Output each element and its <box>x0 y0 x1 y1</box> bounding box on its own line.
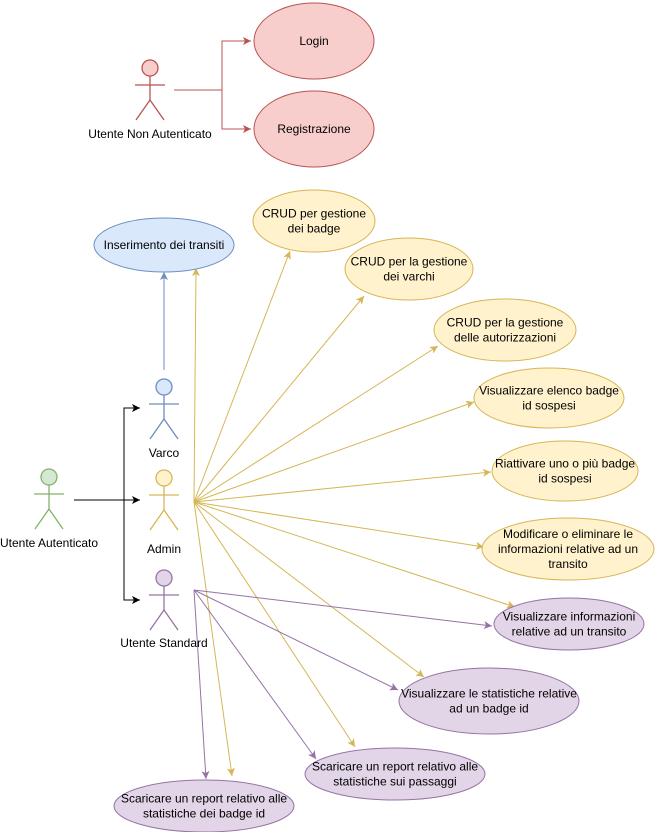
use-case-inserimento: Inserimento dei transiti <box>93 217 235 273</box>
use-case-label: informazioni relative ad un <box>498 542 638 556</box>
use-case-label: CRUD per gestione <box>262 207 366 221</box>
use-case-report-passaggi: Scaricare un report relativo allestatist… <box>304 747 486 801</box>
use-case-label: Modificare o eliminare le <box>503 527 633 541</box>
edge-admin-crud-badge <box>193 250 291 503</box>
edge-admin-modificare <box>193 501 485 550</box>
edge-auth-varco <box>123 404 140 500</box>
edge-admin-elenco-sospesi <box>193 400 475 503</box>
use-case-label: CRUD per la gestione <box>447 316 564 330</box>
edge-admin-riattivare <box>193 468 492 503</box>
actor-standard: Utente Standard <box>120 569 208 650</box>
actor-figure-icon <box>149 569 179 631</box>
actor-figure-icon <box>34 468 64 530</box>
actor-auth: Utente Autenticato <box>0 468 98 550</box>
use-case-label: Visualizzare le statistiche relative <box>401 687 577 701</box>
edge-admin-inserimento <box>191 267 200 503</box>
use-case-label: statistiche sui passaggi <box>333 775 456 789</box>
use-case-login: Login <box>253 2 375 80</box>
edge-admin-crud-varchi <box>193 295 365 503</box>
use-case-label: Login <box>299 34 328 48</box>
use-case-label: id sospesi <box>522 399 575 413</box>
edge-nonauth-login <box>221 37 251 90</box>
use-case-ellipse <box>113 779 295 832</box>
use-case-label: id sospesi <box>538 472 591 486</box>
actor-admin: Admin <box>147 469 181 556</box>
use-case-label: Scaricare un report relativo alle <box>312 760 478 774</box>
actor-label: Utente Autenticato <box>0 536 98 550</box>
edge-standard-report-passaggi <box>193 589 317 760</box>
edge-admin-crud-autorizzazioni <box>193 345 439 503</box>
use-case-ellipse <box>304 747 486 801</box>
use-case-label: ad un badge id <box>449 702 528 716</box>
actor-label: Utente Standard <box>120 636 207 650</box>
actor-figure-icon <box>149 378 179 440</box>
edge-auth-standard <box>123 500 140 604</box>
edge-admin-report-badge <box>193 501 235 777</box>
use-case-ellipse <box>493 597 645 651</box>
actor-label: Admin <box>147 542 181 556</box>
use-case-ellipse <box>398 667 580 735</box>
actor-varco: Varco <box>149 378 180 460</box>
use-case-label: CRUD per la gestione <box>351 255 468 269</box>
use-case-ellipse <box>473 367 625 429</box>
use-case-report-badge: Scaricare un report relativo allestatist… <box>113 779 295 832</box>
actor-figure-icon <box>149 469 179 531</box>
edge-admin-report-passaggi <box>193 501 356 748</box>
actor-label: Varco <box>149 446 180 460</box>
use-case-registrazione: Registrazione <box>253 90 375 168</box>
use-case-label: Scaricare un report relativo alle <box>121 792 287 806</box>
use-case-ellipse <box>253 2 375 80</box>
use-case-label: Inserimento dei transiti <box>104 238 225 252</box>
use-case-label: Registrazione <box>277 122 351 136</box>
edge-nonauth-registrazione <box>221 90 251 133</box>
edges <box>74 37 516 780</box>
use-case-ellipse <box>93 217 235 273</box>
use-case-label: transito <box>548 557 588 571</box>
use-case-ellipse <box>433 298 577 362</box>
actor-label: Utente Non Autenticato <box>88 127 212 141</box>
edge-standard-info-transito <box>193 589 493 630</box>
edge-admin-statistiche-badge <box>193 501 425 678</box>
use-case-ellipse <box>344 237 474 301</box>
edge-standard-report-badge <box>193 589 210 780</box>
use-case-ellipse <box>481 517 655 581</box>
use-case-ellipse <box>253 90 375 168</box>
use-case-label: dei varchi <box>383 270 434 284</box>
use-case-label: dei badge <box>288 222 341 236</box>
use-case-label: delle autorizzazioni <box>454 331 556 345</box>
use-case-label: Visualizzare informazioni <box>503 610 636 624</box>
use-case-label: statistiche dei badge id <box>143 807 265 821</box>
use-case-ellipse <box>491 440 639 502</box>
edge-admin-info-transito <box>193 501 516 609</box>
use-case-label: Visualizzare elenco badge <box>479 384 619 398</box>
actor-figure-icon <box>135 59 165 121</box>
use-case-ellipse <box>252 189 376 253</box>
use-case-label: Riattivare uno o più badge <box>495 457 635 471</box>
use-case-label: relative ad un transito <box>512 625 627 639</box>
actor-non-auth: Utente Non Autenticato <box>88 59 212 141</box>
edge-standard-statistiche-badge <box>193 589 399 691</box>
